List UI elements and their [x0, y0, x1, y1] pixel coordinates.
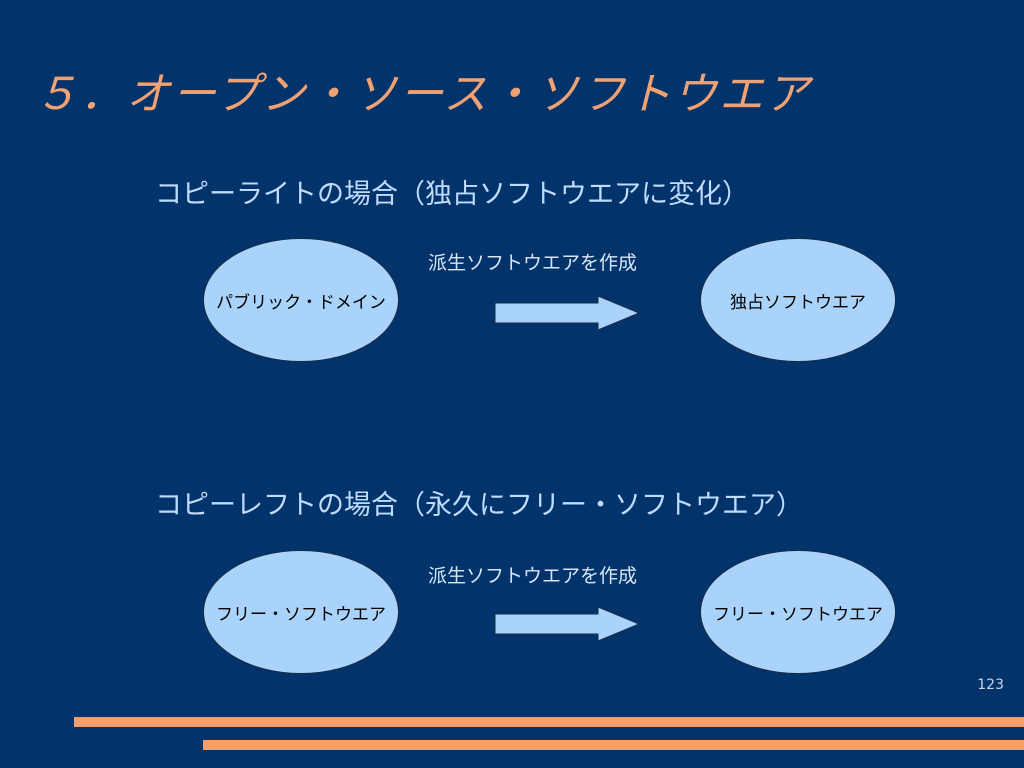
free-software-source-ellipse: フリー・ソフトウエア [203, 550, 399, 674]
decorative-stripe-top [74, 717, 1024, 727]
public-domain-label: パブリック・ドメイン [216, 288, 386, 313]
free-software-target-label: フリー・ソフトウエア [713, 600, 883, 625]
slide-title: ５．オープン・ソース・ソフトウエア [34, 58, 811, 122]
copyleft-arrow-shape [495, 607, 639, 641]
decorative-stripe-bottom [203, 740, 1024, 750]
free-software-source-label: フリー・ソフトウエア [216, 600, 386, 625]
copyright-arrow-label: 派生ソフトウエアを作成 [428, 248, 637, 275]
copyleft-heading: コピーレフトの場合（永久にフリー・ソフトウエア） [155, 483, 803, 522]
right-arrow-icon [494, 606, 640, 642]
copyleft-arrow-label: 派生ソフトウエアを作成 [428, 561, 637, 588]
copyright-arrow-shape [495, 296, 639, 330]
proprietary-software-ellipse: 独占ソフトウエア [700, 238, 896, 362]
right-arrow-icon [494, 295, 640, 331]
public-domain-ellipse: パブリック・ドメイン [203, 238, 399, 362]
copyright-heading: コピーライトの場合（独占ソフトウエアに変化） [155, 172, 749, 211]
free-software-target-ellipse: フリー・ソフトウエア [700, 550, 896, 674]
page-number: 123 [977, 677, 1004, 693]
proprietary-software-label: 独占ソフトウエア [730, 288, 866, 313]
